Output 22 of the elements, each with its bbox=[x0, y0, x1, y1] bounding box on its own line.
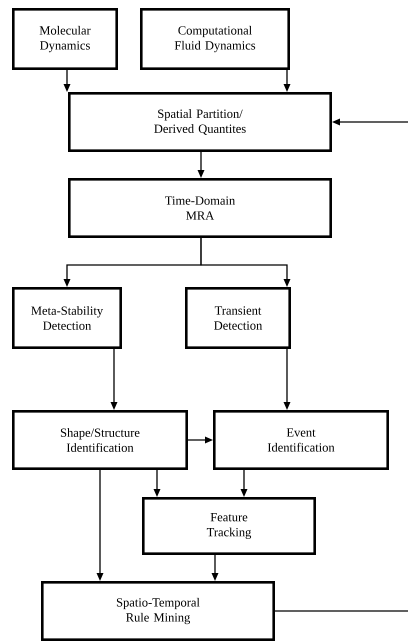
arrow bbox=[188, 436, 213, 444]
arrow bbox=[154, 470, 160, 497]
process-box: Feature Tracking bbox=[142, 497, 316, 555]
process-box: Spatio-Temporal Rule Mining bbox=[41, 581, 275, 641]
arrow bbox=[284, 70, 290, 92]
arrow bbox=[332, 118, 408, 126]
arrow bbox=[200, 238, 290, 287]
process-box: Time-Domain MRA bbox=[68, 178, 332, 238]
arrow bbox=[240, 470, 248, 497]
arrow bbox=[110, 349, 118, 410]
process-box: Shape/Structure Identification bbox=[12, 410, 188, 470]
arrow bbox=[96, 470, 104, 581]
process-box: Spatial Partition/ Derived Quantites bbox=[68, 92, 332, 152]
process-box: Meta-Stability Detection bbox=[12, 287, 122, 349]
process-box: Molecular Dynamics bbox=[12, 8, 118, 70]
process-box: Computational Fluid Dynamics bbox=[140, 8, 290, 70]
arrow bbox=[64, 70, 70, 92]
process-box: Transient Detection bbox=[185, 287, 291, 349]
process-box: Event Identification bbox=[213, 410, 389, 470]
arrow bbox=[284, 349, 290, 410]
arrow bbox=[198, 152, 204, 178]
arrow bbox=[212, 555, 218, 581]
